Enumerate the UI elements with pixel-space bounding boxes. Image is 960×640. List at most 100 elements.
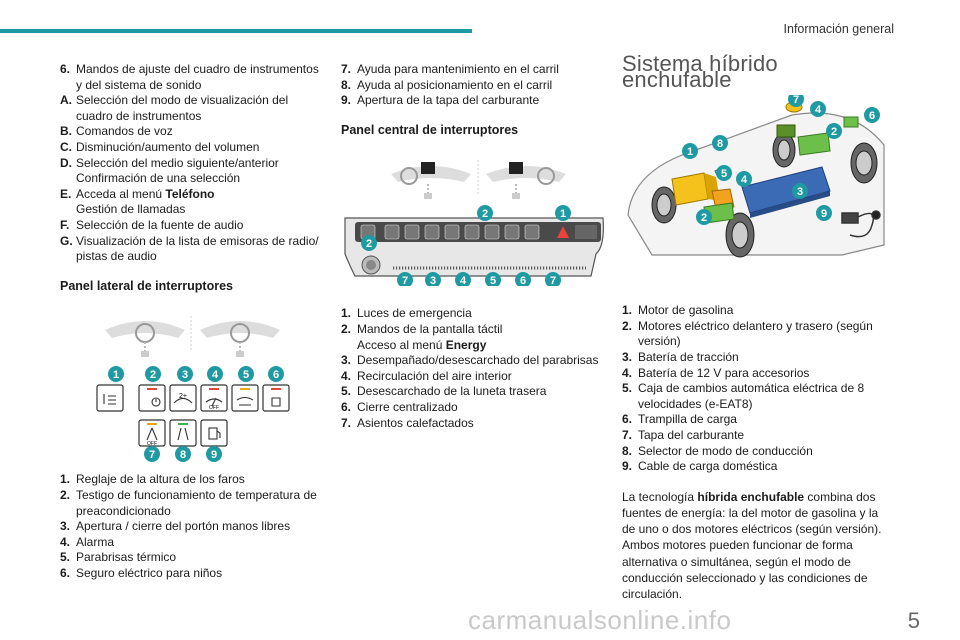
svg-text:8: 8 <box>717 138 723 150</box>
list-item: 5.Parabrisas térmico <box>60 550 177 565</box>
svg-text:3: 3 <box>182 369 188 381</box>
legend-list-d: 1.Luces de emergencia 2.Mandos de la pan… <box>341 306 611 431</box>
petrol-engine-icon <box>671 172 720 206</box>
svg-text:2: 2 <box>150 369 156 381</box>
list-item: 6.Cierre centralizado <box>341 399 458 414</box>
list-item: 4.Alarma <box>60 534 115 549</box>
list-item: B.Comandos de voz <box>60 124 173 139</box>
accessory-battery-icon <box>776 124 796 138</box>
list-item: 7.Asientos calefactados <box>341 415 474 430</box>
steering-wheel-right-icon <box>200 321 280 358</box>
svg-text:2: 2 <box>366 238 372 250</box>
svg-text:1: 1 <box>113 369 119 381</box>
list-item: 5.Desescarchado de la luneta trasera <box>341 384 547 399</box>
icon-label-2plus: 2+ <box>179 393 187 400</box>
list-item: 7.Ayuda para mantenimiento en el carril <box>341 62 559 76</box>
svg-text:5: 5 <box>243 369 249 381</box>
section-header: Información general <box>783 22 894 36</box>
svg-text:4: 4 <box>460 275 467 286</box>
wheel-icons <box>651 132 878 258</box>
legend-list-b: 1.Reglaje de la altura de los faros 2.Te… <box>60 472 322 581</box>
svg-text:6: 6 <box>869 110 875 122</box>
svg-text:5: 5 <box>490 275 496 286</box>
svg-text:7: 7 <box>402 275 408 286</box>
watermark-text: carmanualsonline.info <box>468 605 732 635</box>
column-left: 6.Mandos de ajuste del cuadro de instrum… <box>60 62 322 581</box>
svg-text:OFF: OFF <box>147 441 157 447</box>
badge-row-bottom: 7 8 9 <box>144 446 222 463</box>
list-item: 2.Motores eléctrico delantero y trasero … <box>622 318 873 349</box>
legend-list-a: 6.Mandos de ajuste del cuadro de instrum… <box>60 62 322 265</box>
list-item: 1.Motor de gasolina <box>622 303 734 318</box>
rear-motor-icon <box>797 132 831 156</box>
list-item: 3.Batería de tracción <box>622 349 739 364</box>
legend-list-c: 7.Ayuda para mantenimiento en el carril … <box>341 62 611 109</box>
svg-text:4: 4 <box>212 369 219 381</box>
list-item: C.Disminución/aumento del volumen <box>60 139 260 154</box>
list-item: 3.Apertura / cierre del portón manos lib… <box>60 519 291 534</box>
list-item: 1.Luces de emergencia <box>341 306 472 321</box>
switch-row-top <box>96 384 290 412</box>
svg-text:7: 7 <box>550 275 556 286</box>
legend-list-e: 1.Motor de gasolina 2.Motores eléctrico … <box>622 303 892 475</box>
column-middle: 7.Ayuda para mantenimiento en el carril … <box>341 62 611 431</box>
car-badges: 7 4 6 2 8 1 5 4 3 2 9 <box>682 95 880 226</box>
svg-text:9: 9 <box>821 208 827 220</box>
steering-wheel-right-icon <box>486 162 566 200</box>
svg-text:7: 7 <box>793 95 799 106</box>
list-item: F.Selección de la fuente de audio <box>60 217 244 232</box>
hybrid-car-illustration: 7 4 6 2 8 1 5 4 3 2 9 <box>627 95 885 258</box>
svg-text:8: 8 <box>180 449 186 461</box>
icon-label-off: OFF <box>209 405 219 411</box>
svg-text:6: 6 <box>273 369 279 381</box>
central-panel-heading: Panel central de interruptores <box>341 122 519 137</box>
central-switch-panel-illustration: 2 1 2 7 3 4 5 6 7 <box>344 160 604 287</box>
svg-text:3: 3 <box>430 275 436 286</box>
column-right: Sistema híbrido enchufable <box>622 51 892 602</box>
charging-flap-icon <box>843 116 859 128</box>
lateral-switch-panel-illustration: 1 2 3 4 5 6 2+ OFF <box>96 316 290 463</box>
svg-text:2: 2 <box>482 208 488 220</box>
list-item: 8.Selector de modo de conducción <box>622 443 813 458</box>
list-item: A.Selección del modo de visualización de… <box>60 93 289 123</box>
hybrid-description-paragraph: La tecnología híbrida enchufable combina… <box>622 489 882 601</box>
traction-battery-icon <box>741 166 831 219</box>
list-item: 5.Caja de cambios automática eléctrica d… <box>622 381 865 411</box>
list-item: 9.Apertura de la tapa del carburante <box>341 93 540 108</box>
lateral-panel-heading: Panel lateral de interruptores <box>60 278 233 293</box>
charging-cable-icon <box>841 210 881 238</box>
list-item: D.Selección del medio siguiente/anterior… <box>60 155 279 186</box>
svg-text:2: 2 <box>701 212 707 224</box>
list-item: 3.Desempañado/desescarchado del parabris… <box>341 353 599 368</box>
central-badges: 2 1 2 7 3 4 5 6 7 <box>361 205 571 287</box>
list-item: G.Visualización de la lista de emisoras … <box>60 233 319 264</box>
list-item: 9.Cable de carga doméstica <box>622 459 778 474</box>
list-item: 6.Mandos de ajuste del cuadro de instrum… <box>60 62 319 92</box>
list-item: 8.Ayuda al posicionamiento en el carril <box>341 77 553 92</box>
svg-text:4: 4 <box>815 104 822 116</box>
steering-wheel-left-icon <box>391 162 471 200</box>
svg-text:4: 4 <box>741 174 748 186</box>
list-item: 6.Seguro eléctrico para niños <box>60 565 223 580</box>
svg-text:9: 9 <box>211 449 217 461</box>
list-item: 1.Reglaje de la altura de los faros <box>60 472 245 487</box>
list-item: 7.Tapa del carburante <box>622 427 745 442</box>
badge-row-top: 1 2 3 4 5 6 <box>108 366 284 383</box>
svg-text:6: 6 <box>520 275 526 286</box>
svg-text:2: 2 <box>831 126 837 138</box>
svg-text:5: 5 <box>721 168 727 180</box>
list-item: 6.Trampilla de carga <box>622 412 737 427</box>
list-item: 4.Recirculación del aire interior <box>341 368 512 383</box>
svg-text:1: 1 <box>560 208 566 220</box>
page-number: 5 <box>907 608 920 633</box>
list-item: 2.Testigo de funcionamiento de temperatu… <box>60 487 317 518</box>
steering-wheel-left-icon <box>105 321 185 358</box>
svg-text:1: 1 <box>687 146 693 158</box>
svg-text:3: 3 <box>797 186 803 198</box>
header-accent-bar <box>0 29 472 33</box>
svg-text:7: 7 <box>149 449 155 461</box>
page-title: Sistema híbrido enchufable <box>622 51 778 92</box>
list-item: 4.Batería de 12 V para accesorios <box>622 365 810 380</box>
